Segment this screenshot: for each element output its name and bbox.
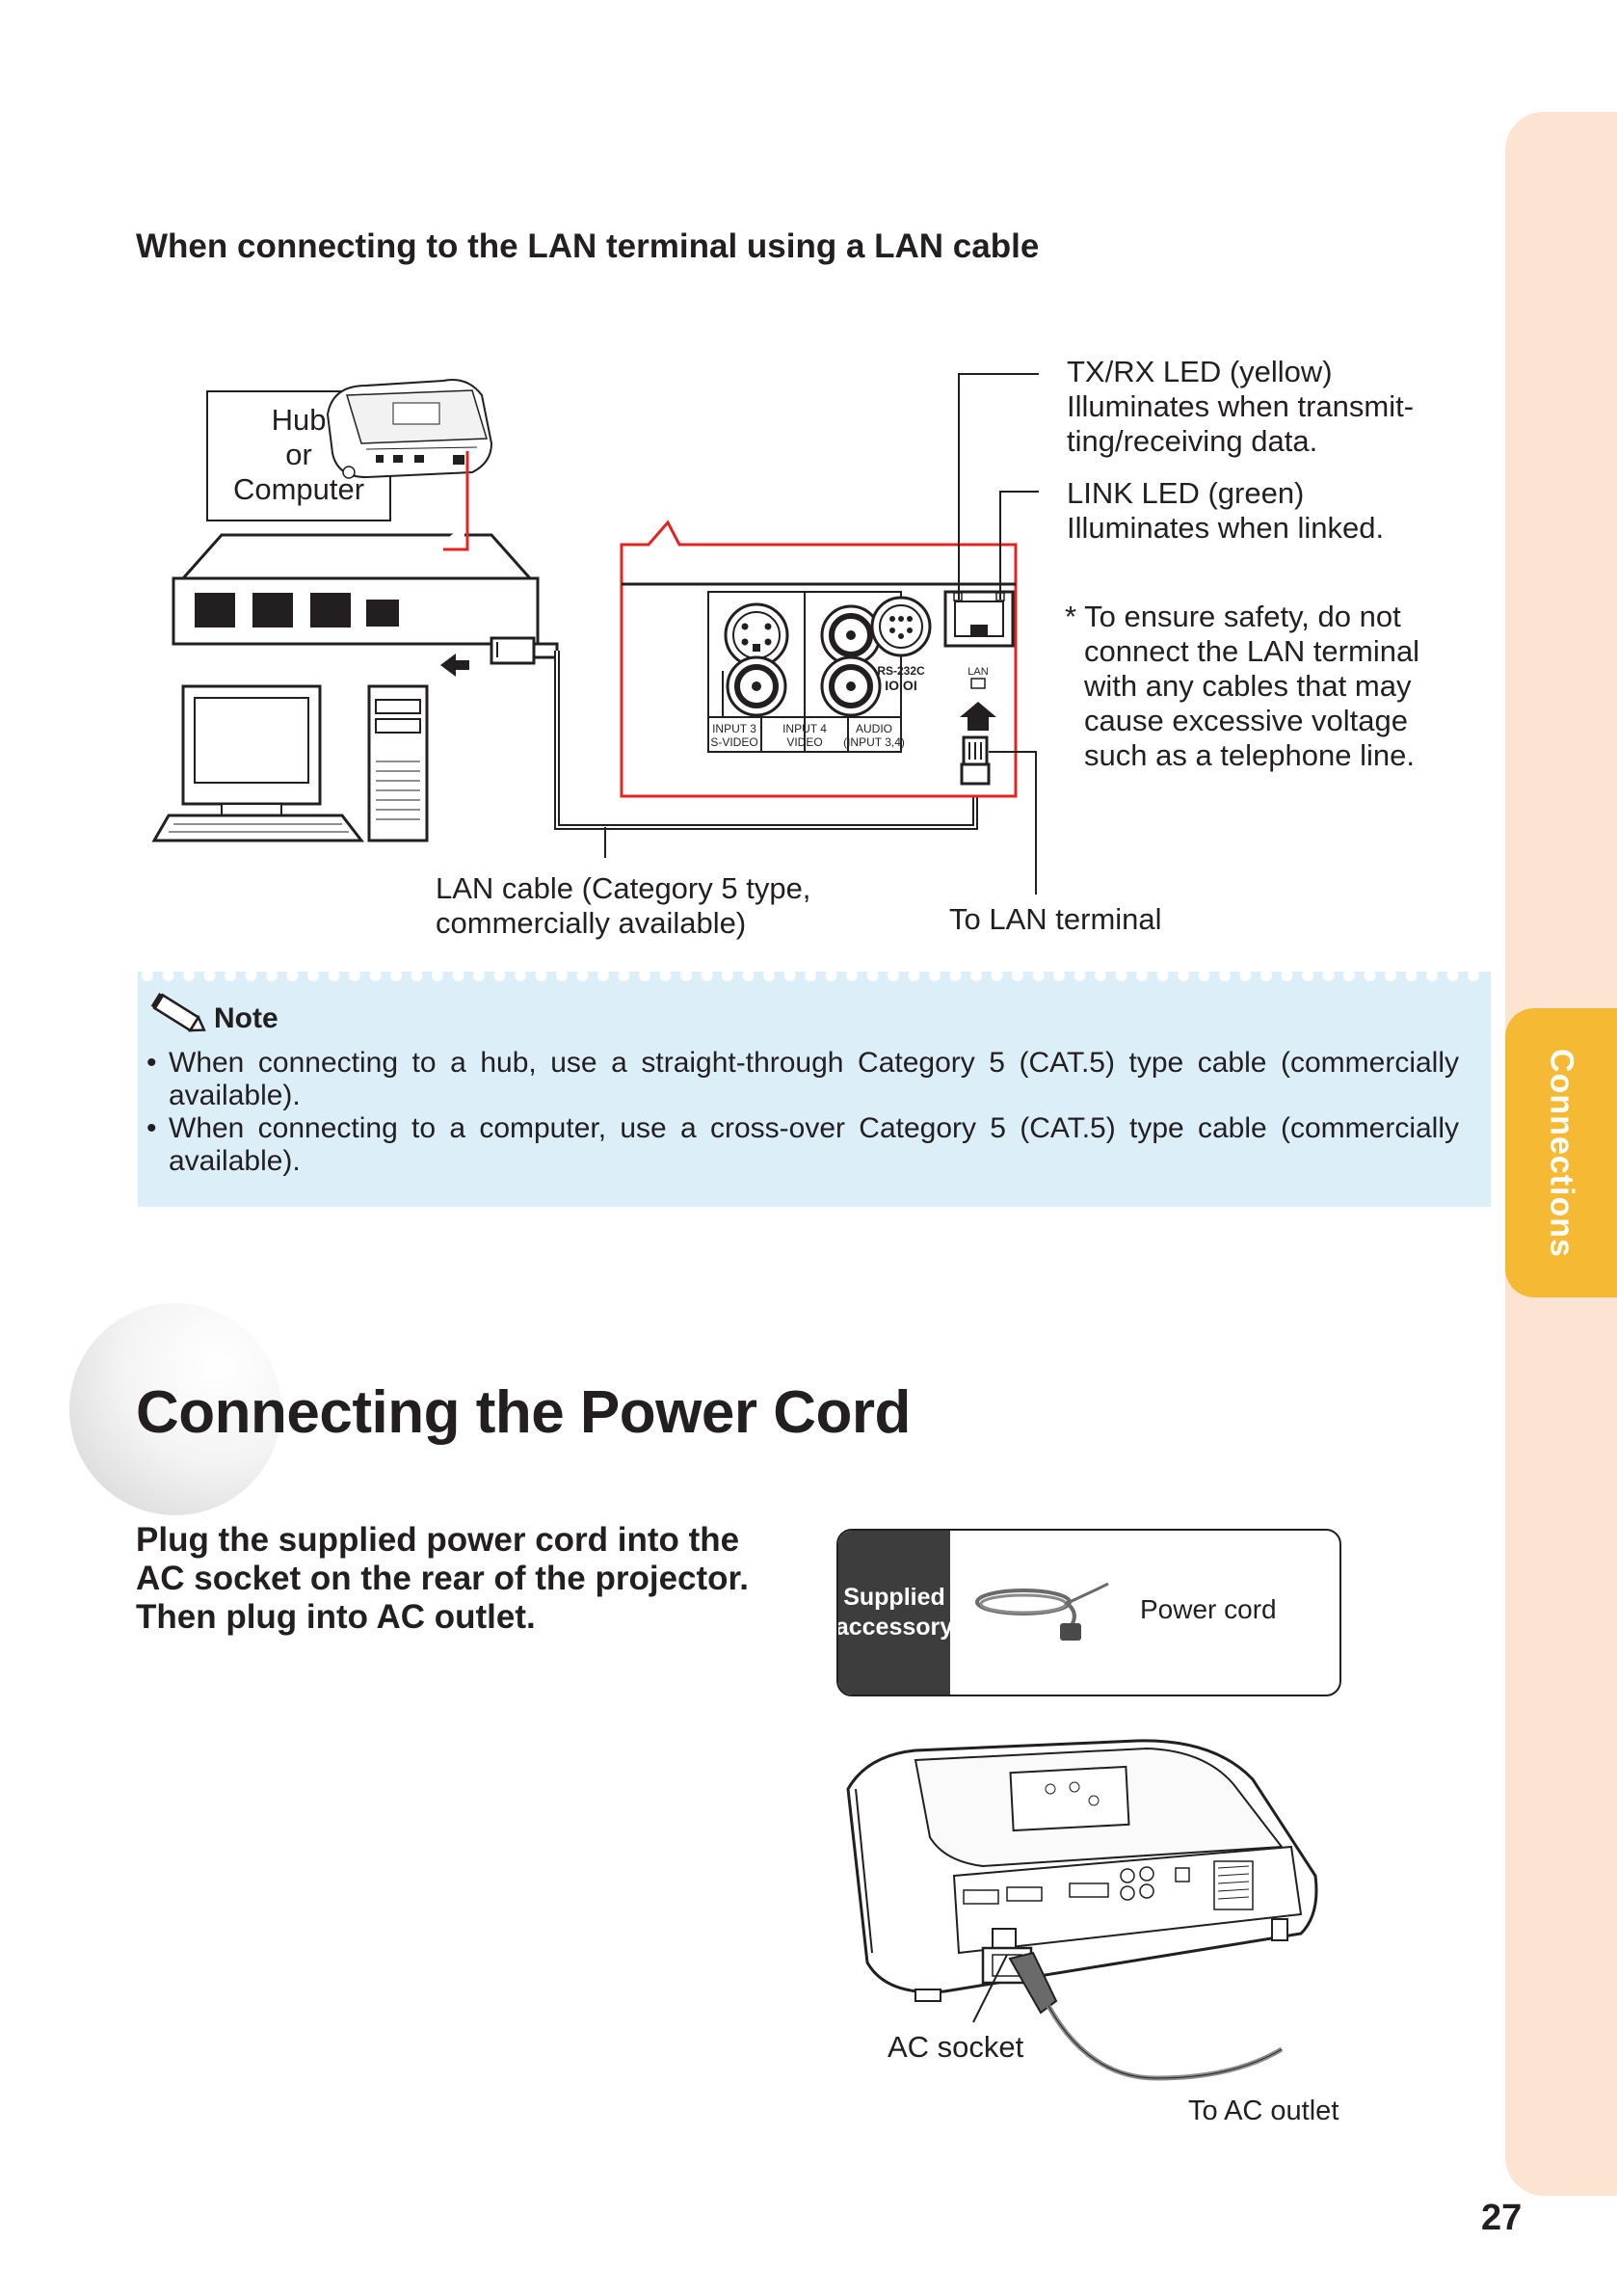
txrx-led-line-2: Illuminates when transmit-	[1067, 389, 1415, 423]
power-cord-label: Power cord	[1140, 1594, 1277, 1624]
hub-label-line-2: or	[285, 438, 312, 471]
note-box-scallop	[142, 972, 1479, 981]
section-heading-circle	[69, 1303, 281, 1515]
supplied-accessory-box: Supplied accessory Power cord	[836, 1529, 1341, 1696]
power-cord-plug	[1008, 1951, 1058, 2015]
side-tab-label-wrap: Connections	[1505, 1008, 1617, 1297]
accessory-label-line-2: accessory	[836, 1614, 954, 1641]
computer-icon	[151, 684, 429, 842]
safety-note-line-4: cause excessive voltage	[1084, 704, 1409, 737]
lan-port-label: LAN	[968, 666, 988, 678]
rs232c-symbol: IOIOI	[885, 678, 916, 693]
input4-label-line-2: VIDEO	[786, 735, 822, 749]
link-led-line-2: Illuminates when linked.	[1067, 511, 1385, 545]
txrx-leader-line	[958, 373, 1039, 600]
lan-cable-line-1: LAN cable (Category 5 type,	[436, 871, 811, 905]
supplied-accessory-label: Supplied accessory	[836, 1531, 954, 1695]
link-led-label: LINK LED (green) Illuminates when linked…	[1067, 476, 1384, 546]
lan-plug-right-icon	[960, 735, 991, 786]
up-arrow-icon	[960, 702, 996, 731]
power-instruction: Plug the supplied power cord into the AC…	[136, 1521, 749, 1636]
lan-cable-line-2: commercially available)	[436, 906, 747, 940]
txrx-led-line-3: ting/receiving data.	[1067, 424, 1318, 458]
ac-socket-leader	[972, 1954, 1008, 2023]
safety-note-line-5: such as a telephone line.	[1084, 738, 1415, 772]
lan-cable-label: LAN cable (Category 5 type, commercially…	[436, 871, 810, 941]
lan-plug-left-icon	[490, 636, 559, 665]
power-cord-cable	[1046, 2004, 1284, 2081]
note-item-2: When connecting to a computer, use a cro…	[146, 1112, 1459, 1178]
projector-top-icon	[326, 379, 493, 479]
power-cord-icon	[975, 1582, 1109, 1641]
safety-note-line-2: connect the LAN terminal	[1084, 634, 1420, 668]
input4-label-line-1: INPUT 4	[782, 722, 827, 735]
link-leader-line	[999, 491, 1039, 600]
ac-socket-label: AC socket	[888, 2030, 1024, 2064]
input3-label-line-2: S-VIDEO	[710, 735, 757, 749]
note-item-1: When connecting to a hub, use a straight…	[146, 1047, 1459, 1112]
txrx-led-line-1: TX/RX LED (yellow)	[1067, 355, 1333, 388]
zoom-callout	[443, 451, 469, 551]
page-number: 27	[1481, 2198, 1523, 2238]
lan-heading: When connecting to the LAN terminal usin…	[136, 227, 1040, 265]
side-tab-label: Connections	[1543, 1048, 1580, 1258]
lan-connection-diagram: Hub or Computer	[151, 373, 1039, 894]
to-ac-outlet-label: To AC outlet	[1188, 2096, 1339, 2126]
section-title: Connecting the Power Cord	[136, 1379, 911, 1446]
hub-label-line-1: Hub	[272, 403, 327, 437]
hub-label-line-3: Computer	[233, 472, 364, 506]
safety-note: * To ensure safety, do not connect the L…	[1065, 600, 1419, 773]
terminal-leader-line	[989, 751, 1037, 894]
to-lan-terminal-label: To LAN terminal	[949, 902, 1162, 936]
rs232c-label: RS-232C	[877, 664, 925, 678]
hub-icon	[172, 533, 540, 646]
accessory-label-line-1: Supplied	[843, 1584, 945, 1611]
note-list: When connecting to a hub, use a straight…	[146, 1047, 1459, 1178]
audio-label-line-2: (INPUT 3,4)	[843, 735, 905, 749]
pencil-icon	[150, 993, 206, 1032]
audio-label-line-1: AUDIO	[856, 722, 892, 735]
projector-rear-diagram	[846, 1739, 1318, 2081]
txrx-led-label: TX/RX LED (yellow) Illuminates when tran…	[1067, 355, 1414, 459]
input3-label-line-1: INPUT 3	[712, 722, 756, 735]
left-arrow-icon	[440, 654, 469, 677]
note-title: Note	[214, 1002, 278, 1034]
safety-note-line-3: with any cables that may	[1084, 669, 1412, 703]
link-led-line-1: LINK LED (green)	[1067, 476, 1305, 510]
side-tab-connections[interactable]	[1505, 1008, 1617, 1297]
safety-note-line-1: * To ensure safety, do not	[1065, 600, 1401, 633]
